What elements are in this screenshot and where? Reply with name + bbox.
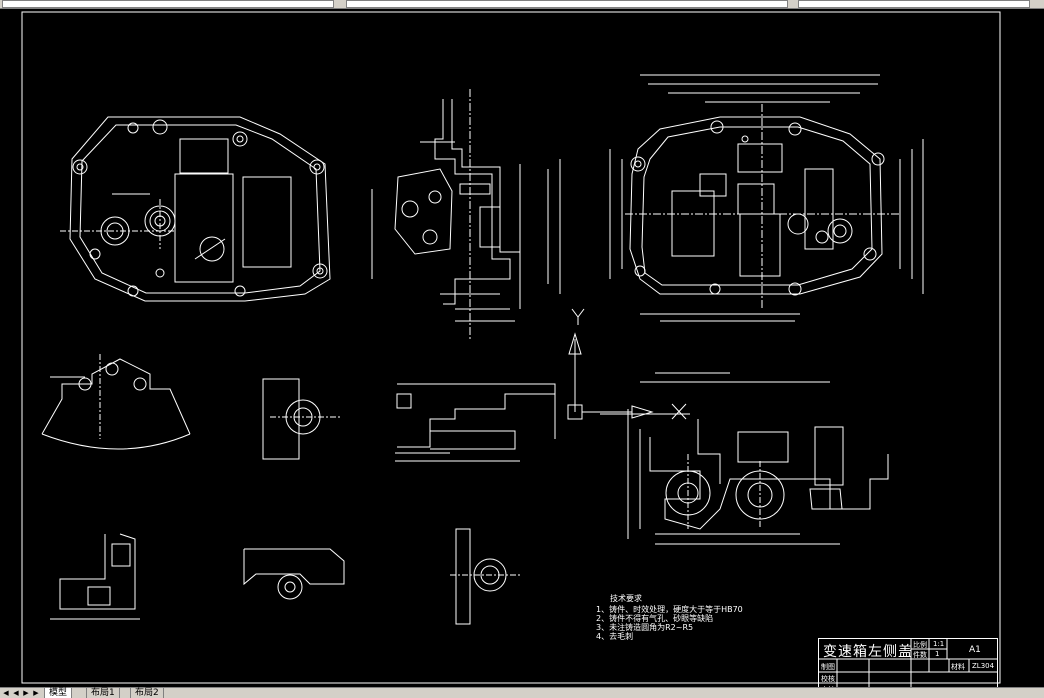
- detail-view-2: [262, 378, 340, 460]
- qty-label: 件数: [913, 651, 927, 659]
- note-item: 4、去毛刺: [596, 632, 634, 641]
- section-view-b: [600, 372, 889, 545]
- layout-tabbar: ◀ ◀ ▶ ▶ 模型 布局1 布局2: [0, 687, 1044, 698]
- tab-model[interactable]: 模型: [44, 688, 73, 698]
- rear-view: [609, 74, 924, 322]
- front-view: [60, 116, 331, 302]
- prev-tab-icon[interactable]: ◀: [13, 689, 19, 697]
- next-tab-icon[interactable]: ▶: [23, 689, 29, 697]
- scale-label: 比例: [913, 641, 927, 649]
- row-drawn-label: 制图: [821, 663, 835, 671]
- notes-title: 技术要求: [610, 594, 642, 603]
- toolbar-strip: [0, 0, 1044, 9]
- drawing-title: 变速箱左侧盖: [823, 644, 913, 660]
- tab-layout1[interactable]: 布局1: [86, 688, 120, 698]
- ucs-icon: [567, 308, 687, 420]
- detail-view-5: [450, 528, 520, 625]
- material-value: ZL304: [972, 662, 995, 670]
- section-view-c: [395, 383, 556, 462]
- detail-view-3: [50, 533, 140, 620]
- note-item: 1、铸件、时效处理，硬度大于等于HB70: [596, 605, 743, 614]
- qty-value: 1: [935, 650, 940, 658]
- material-label: 材料: [951, 663, 965, 671]
- drawing-svg: [21, 11, 1001, 684]
- first-tab-icon[interactable]: ◀: [3, 689, 9, 697]
- last-tab-icon[interactable]: ▶: [33, 689, 39, 697]
- sheet-border: [21, 11, 1001, 684]
- drawing-canvas[interactable]: 技术要求 1、铸件、时效处理，硬度大于等于HB70 2、铸件不得有气孔、砂眼等缺…: [0, 9, 1044, 695]
- toolbar-field[interactable]: [346, 0, 788, 8]
- row-check-label: 校核: [821, 675, 835, 683]
- toolbar-field[interactable]: [798, 0, 1030, 8]
- sheet-size: A1: [969, 645, 981, 655]
- detail-view-4: [243, 548, 345, 600]
- note-item: 3、未注铸造圆角为R2~R5: [596, 623, 694, 632]
- detail-view-1: [41, 354, 191, 450]
- section-view-a: [371, 89, 561, 339]
- technical-notes: 技术要求 1、铸件、时效处理，硬度大于等于HB70 2、铸件不得有气孔、砂眼等缺…: [596, 594, 743, 641]
- vertical-scrollbar[interactable]: [1018, 9, 1044, 687]
- note-item: 2、铸件不得有气孔、砂眼等缺陷: [596, 614, 714, 623]
- tab-layout2[interactable]: 布局2: [130, 688, 164, 698]
- scale-value: 1:1: [933, 640, 945, 648]
- toolbar-field[interactable]: [2, 0, 334, 8]
